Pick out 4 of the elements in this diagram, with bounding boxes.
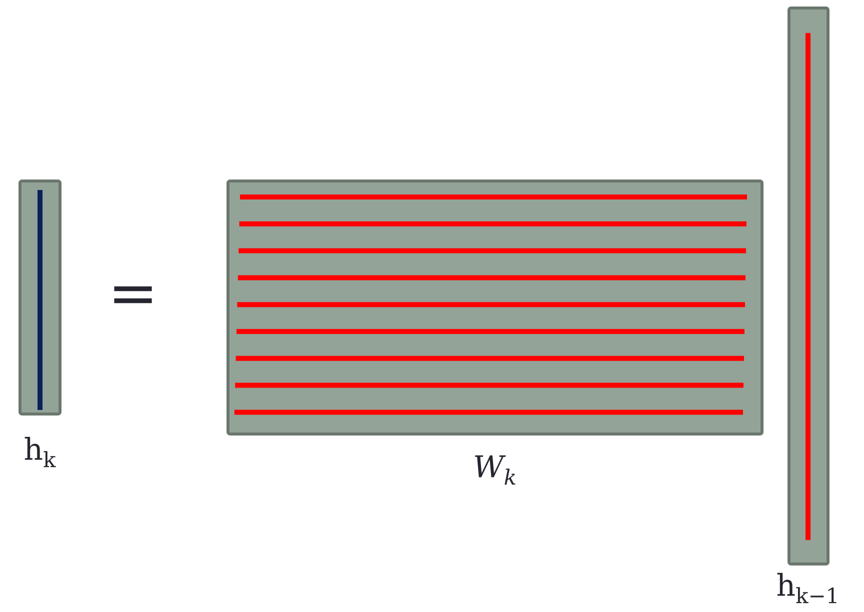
matrix-label: h$_{k}$: [24, 436, 56, 468]
matrix-label: h$_{k−1}$: [777, 572, 836, 604]
equals-sign: =: [114, 286, 152, 304]
matrix-label: W$_{k}$: [474, 455, 516, 485]
